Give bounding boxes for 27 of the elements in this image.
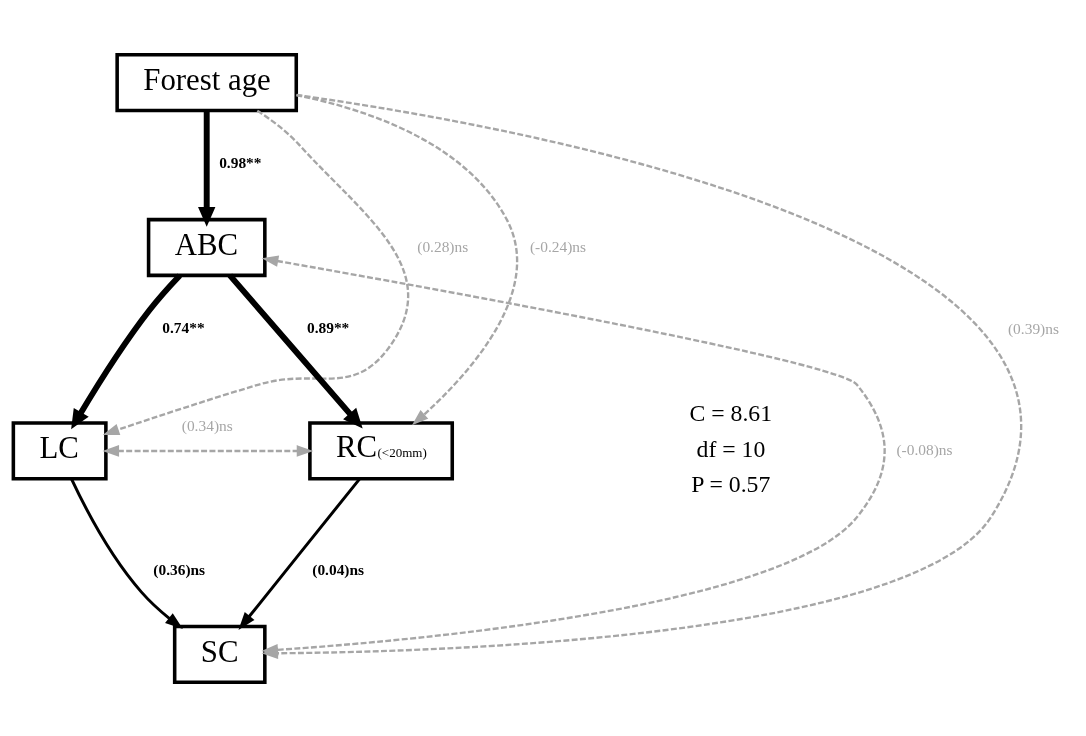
arrow — [261, 254, 886, 656]
node-box: Forest age — [115, 52, 299, 112]
edge-label: 0.74** — [162, 318, 205, 336]
edge-label: 0.89** — [306, 318, 350, 336]
node-box: SC — [172, 624, 267, 684]
arrow — [238, 477, 361, 630]
edge-label: (0.28)ns — [417, 237, 469, 255]
arrow — [70, 477, 183, 629]
arrow — [227, 272, 363, 429]
arrow — [102, 109, 410, 435]
node-box: ABC — [146, 217, 267, 277]
label: df = 10 — [696, 435, 766, 462]
edge-label: (-0.24)ns — [529, 237, 587, 255]
label: P = 0.57 — [691, 470, 771, 497]
edge-label: (0.39)ns — [1008, 319, 1059, 337]
arrow — [102, 444, 314, 457]
node-box: LC — [11, 420, 108, 481]
edge-label: (0.36)ns — [153, 560, 206, 578]
arrow — [198, 110, 216, 227]
arrow — [296, 93, 518, 425]
edge-label: (-0.08)ns — [896, 440, 953, 458]
node-box: RC(<20mm) — [308, 420, 455, 481]
edge-label: (0.34)ns — [181, 416, 233, 434]
edge-label: 0.98** — [219, 153, 262, 171]
label: C = 8.61 — [689, 399, 773, 426]
arrow — [71, 272, 182, 429]
edge-label: (0.04)ns — [312, 560, 365, 578]
